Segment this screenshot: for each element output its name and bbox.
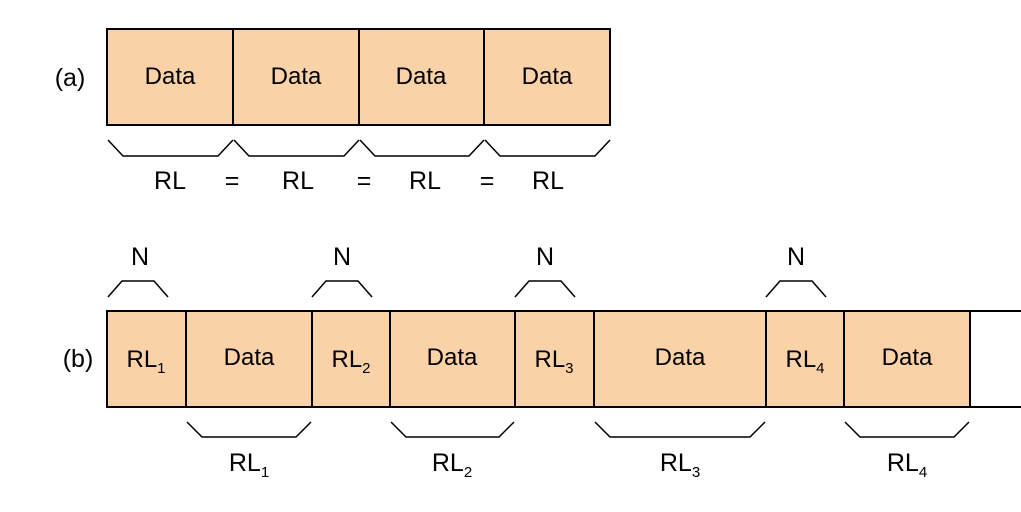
- part-b-cell-4: Data: [389, 310, 516, 408]
- part-a-braces: [107, 139, 611, 157]
- rl-subscript: 1: [261, 464, 269, 481]
- rl-subscript: 3: [565, 360, 573, 377]
- record-length-cell-label: RL4: [785, 346, 824, 377]
- record-length-cell: [311, 310, 391, 408]
- record-length-cell-label: RL1: [126, 346, 165, 377]
- part-b-row: RL1 Data RL2 Data RL3: [106, 310, 1021, 408]
- data-cell: [232, 28, 360, 126]
- data-cell: [843, 310, 971, 408]
- rl-text: RL: [126, 346, 157, 373]
- part-b-cell-3: RL2: [311, 310, 391, 408]
- part-b: N N N N (b) RL1 Data RL2: [63, 243, 1021, 481]
- brace-label: RL: [154, 167, 186, 195]
- equals-sign: =: [480, 167, 495, 195]
- n-label: N: [787, 243, 805, 271]
- record-length-label: RL4: [887, 449, 927, 481]
- brace: [514, 280, 576, 298]
- brace: [844, 421, 970, 438]
- brace: [233, 139, 360, 157]
- part-a-cell-3: Data: [358, 28, 485, 126]
- n-label: N: [131, 243, 149, 271]
- brace-label: RL: [409, 167, 441, 195]
- part-a-brace-labels: RL = RL = RL = RL: [154, 167, 564, 195]
- n-label: N: [536, 243, 554, 271]
- brace: [107, 139, 234, 157]
- equals-sign: =: [225, 167, 240, 195]
- record-length-cell-label: RL3: [534, 346, 573, 377]
- data-cell-label: Data: [655, 344, 706, 371]
- record-length-label: RL1: [229, 449, 269, 481]
- record-length-cell: [765, 310, 845, 408]
- rl-subscript: 3: [692, 464, 700, 481]
- rl-subscript: 2: [464, 464, 472, 481]
- equals-sign: =: [357, 167, 372, 195]
- brace: [186, 421, 312, 438]
- data-cell-label: Data: [224, 344, 275, 371]
- brace-label: RL: [282, 167, 314, 195]
- part-a-cell-4: Data: [483, 28, 611, 126]
- brace: [107, 280, 169, 298]
- part-a-row: Data Data Data Data: [106, 28, 611, 126]
- brace: [311, 280, 373, 298]
- record-length-cell-label: RL2: [331, 346, 370, 377]
- data-cell: [389, 310, 516, 408]
- rl-text: RL: [785, 346, 816, 373]
- brace: [390, 421, 515, 438]
- part-b-bottom-labels: RL1 RL2 RL3 RL4: [229, 449, 927, 481]
- brace: [765, 280, 827, 298]
- part-b-top-labels: N N N N: [131, 243, 805, 271]
- brace-label: RL: [532, 167, 564, 195]
- brace: [359, 139, 485, 157]
- data-cell: [185, 310, 313, 408]
- part-a-cell-2: Data: [232, 28, 360, 126]
- n-label: N: [333, 243, 351, 271]
- record-length-label: RL2: [432, 449, 472, 481]
- record-length-cell: [106, 310, 187, 408]
- rl-text: RL: [660, 449, 692, 477]
- brace: [594, 421, 766, 438]
- data-cell-label: Data: [396, 63, 447, 90]
- part-b-cell-8: Data: [843, 310, 971, 408]
- part-b-cell-1: RL1: [106, 310, 187, 408]
- part-a-cell-1: Data: [106, 28, 234, 126]
- part-b-cell-5: RL3: [514, 310, 595, 408]
- record-length-label: RL3: [660, 449, 700, 481]
- part-b-cell-2: Data: [185, 310, 313, 408]
- rl-text: RL: [331, 346, 362, 373]
- data-cell: [106, 28, 234, 126]
- part-b-cell-7: RL4: [765, 310, 845, 408]
- part-a: (a) Data Data Data Data: [55, 28, 611, 195]
- rl-text: RL: [534, 346, 565, 373]
- rl-text: RL: [432, 449, 464, 477]
- part-b-label: (b): [63, 345, 94, 373]
- data-cell: [483, 28, 611, 126]
- part-b-top-braces: [107, 280, 827, 298]
- data-cell-label: Data: [522, 63, 573, 90]
- data-cell-label: Data: [271, 63, 322, 90]
- rl-subscript: 4: [816, 360, 824, 377]
- row-continuation: [970, 310, 1021, 408]
- part-b-cell-6: Data: [593, 310, 767, 408]
- data-cell-label: Data: [882, 344, 933, 371]
- data-cell: [358, 28, 485, 126]
- rl-subscript: 1: [157, 360, 165, 377]
- data-cell-label: Data: [427, 344, 478, 371]
- rl-text: RL: [229, 449, 261, 477]
- rl-text: RL: [887, 449, 919, 477]
- rl-subscript: 4: [919, 464, 927, 481]
- part-a-label: (a): [55, 64, 86, 92]
- data-cell-label: Data: [145, 63, 196, 90]
- brace: [484, 139, 611, 157]
- rl-subscript: 2: [362, 360, 370, 377]
- data-cell: [593, 310, 767, 408]
- part-b-bottom-braces: [186, 421, 970, 438]
